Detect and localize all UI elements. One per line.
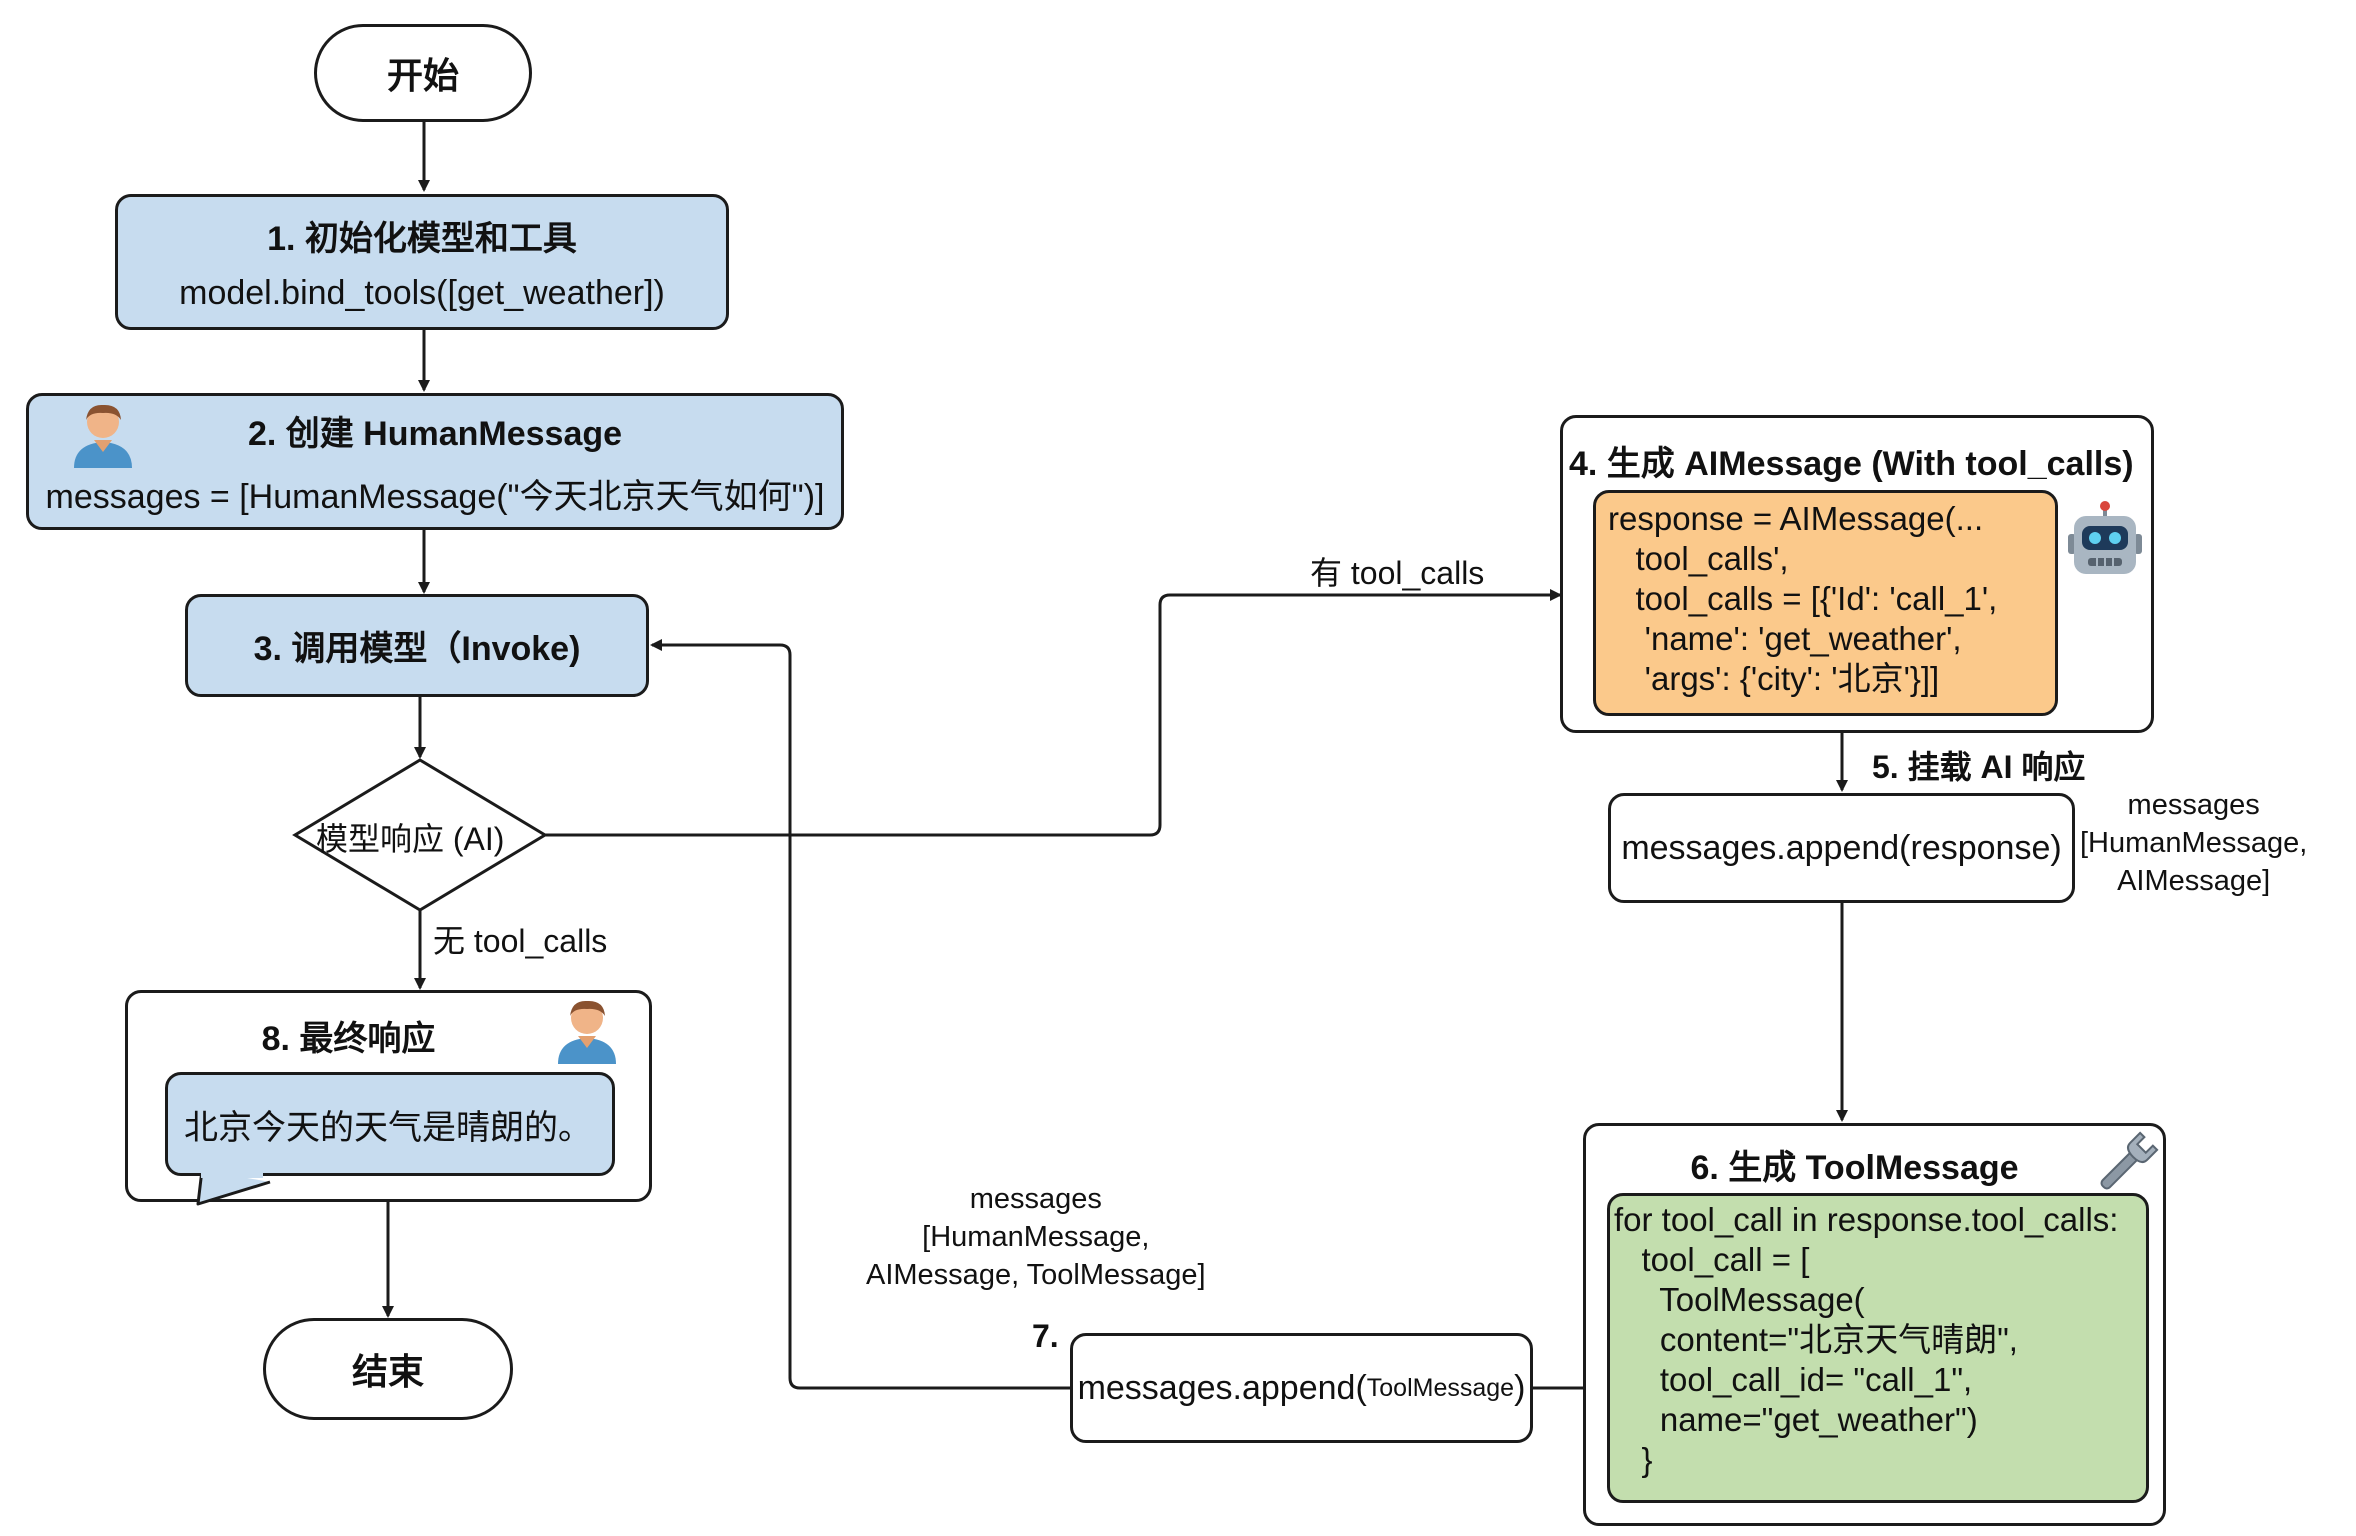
decision-diamond [292, 758, 548, 912]
start-label: 开始 [386, 55, 459, 96]
step5-note-line-3: AIMessage] [2117, 865, 2271, 897]
end-terminal: 结束 [263, 1318, 513, 1420]
no-tool-calls-label: 无 tool_calls [433, 923, 608, 959]
wrench-icon [2100, 1131, 2159, 1190]
step6-code-line-6: name="get_weather") [1614, 1401, 1978, 1438]
step6-code-line-5: tool_call_id= "call_1", [1614, 1361, 1973, 1398]
person-icon [74, 404, 132, 468]
step2-human-message-box: 2. 创建 HumanMessage messages = [HumanMess… [26, 393, 844, 530]
step4-code-line-5: 'args': {'city': '北京'}]] [1608, 660, 1940, 697]
step4-code-line-3: tool_calls = [{'Id': 'call_1', [1608, 580, 1998, 617]
step7-code-prefix: messages.append( [1077, 1368, 1367, 1407]
robot-icon [2068, 501, 2142, 574]
step7-title: 7. [1032, 1318, 1059, 1354]
step1-init-box: 1. 初始化模型和工具 model.bind_tools([get_weathe… [115, 194, 729, 330]
step4-code-line-2: tool_calls', [1608, 540, 1789, 577]
step5-note-line-2: [HumanMessage, [2080, 827, 2308, 859]
step3-title: 3. 调用模型（Invoke) [253, 630, 581, 668]
has-tool-calls-label: 有 tool_calls [1310, 555, 1485, 591]
step6-code-line-3: ToolMessage( [1614, 1281, 1865, 1318]
step1-title: 1. 初始化模型和工具 [267, 220, 577, 258]
step8-title: 8. 最终响应 [261, 1020, 436, 1058]
end-label: 结束 [351, 1351, 424, 1392]
step6-code-line-2: tool_call = [ [1614, 1241, 1810, 1278]
step6-code-line-4: content="北京天气晴朗", [1614, 1321, 2018, 1358]
step7-messages-note: messages [HumanMessage, AIMessage, ToolM… [866, 1180, 1206, 1294]
step5-note-line-1: messages [2127, 789, 2260, 821]
step4-code-line-4: 'name': 'get_weather', [1608, 620, 1962, 657]
step7-code-small: ToolMessage [1366, 1373, 1515, 1402]
step7-note-line-2: [HumanMessage, [922, 1221, 1150, 1253]
speech-bubble-tail [196, 1170, 271, 1206]
step5-title: 5. 挂载 AI 响应 [1872, 749, 2086, 785]
person-icon [558, 1000, 616, 1064]
step8-bubble-text: 北京今天的天气是晴朗的。 [184, 1108, 592, 1147]
decision-label: 模型响应 (AI) [316, 821, 505, 857]
step2-title: 2. 创建 HumanMessage [247, 414, 623, 453]
step5-append-response-box: messages.append(response) [1608, 793, 2075, 903]
step6-title: 6. 生成 ToolMessage [1690, 1149, 2019, 1187]
step1-code: model.bind_tools([get_weather]) [179, 274, 665, 312]
step6-code-line-1: for tool_call in response.tool_calls: [1614, 1201, 2119, 1238]
step7-append-toolmessage-box: messages.append(ToolMessage) [1070, 1333, 1533, 1443]
speech-bubble-tail-cover [201, 1168, 263, 1178]
step2-code: messages = [HumanMessage("今天北京天气如何")] [45, 477, 825, 516]
arrow-step7-to-step3 [650, 639, 1070, 1390]
step5-code: messages.append(response) [1621, 828, 2062, 867]
step4-title: 4. 生成 AIMessage (With tool_calls) [1569, 445, 2134, 483]
step7-code-suffix: ) [1514, 1368, 1526, 1407]
step8-response-bubble: 北京今天的天气是晴朗的。 [165, 1072, 615, 1176]
step4-code-line-1: response = AIMessage(... [1608, 500, 1984, 537]
step3-invoke-box: 3. 调用模型（Invoke) [185, 594, 649, 697]
step5-messages-note: messages [HumanMessage, AIMessage] [2080, 786, 2307, 900]
arrow-decision-to-step4 [545, 589, 1562, 837]
step4-code-block: response = AIMessage(... tool_calls', to… [1593, 490, 2058, 716]
step7-note-line-3: AIMessage, ToolMessage] [866, 1259, 1206, 1291]
step7-note-line-1: messages [969, 1183, 1102, 1215]
start-terminal: 开始 [314, 24, 532, 122]
step6-code-line-7: } [1614, 1441, 1653, 1478]
step6-code-block: for tool_call in response.tool_calls: to… [1607, 1193, 2149, 1503]
